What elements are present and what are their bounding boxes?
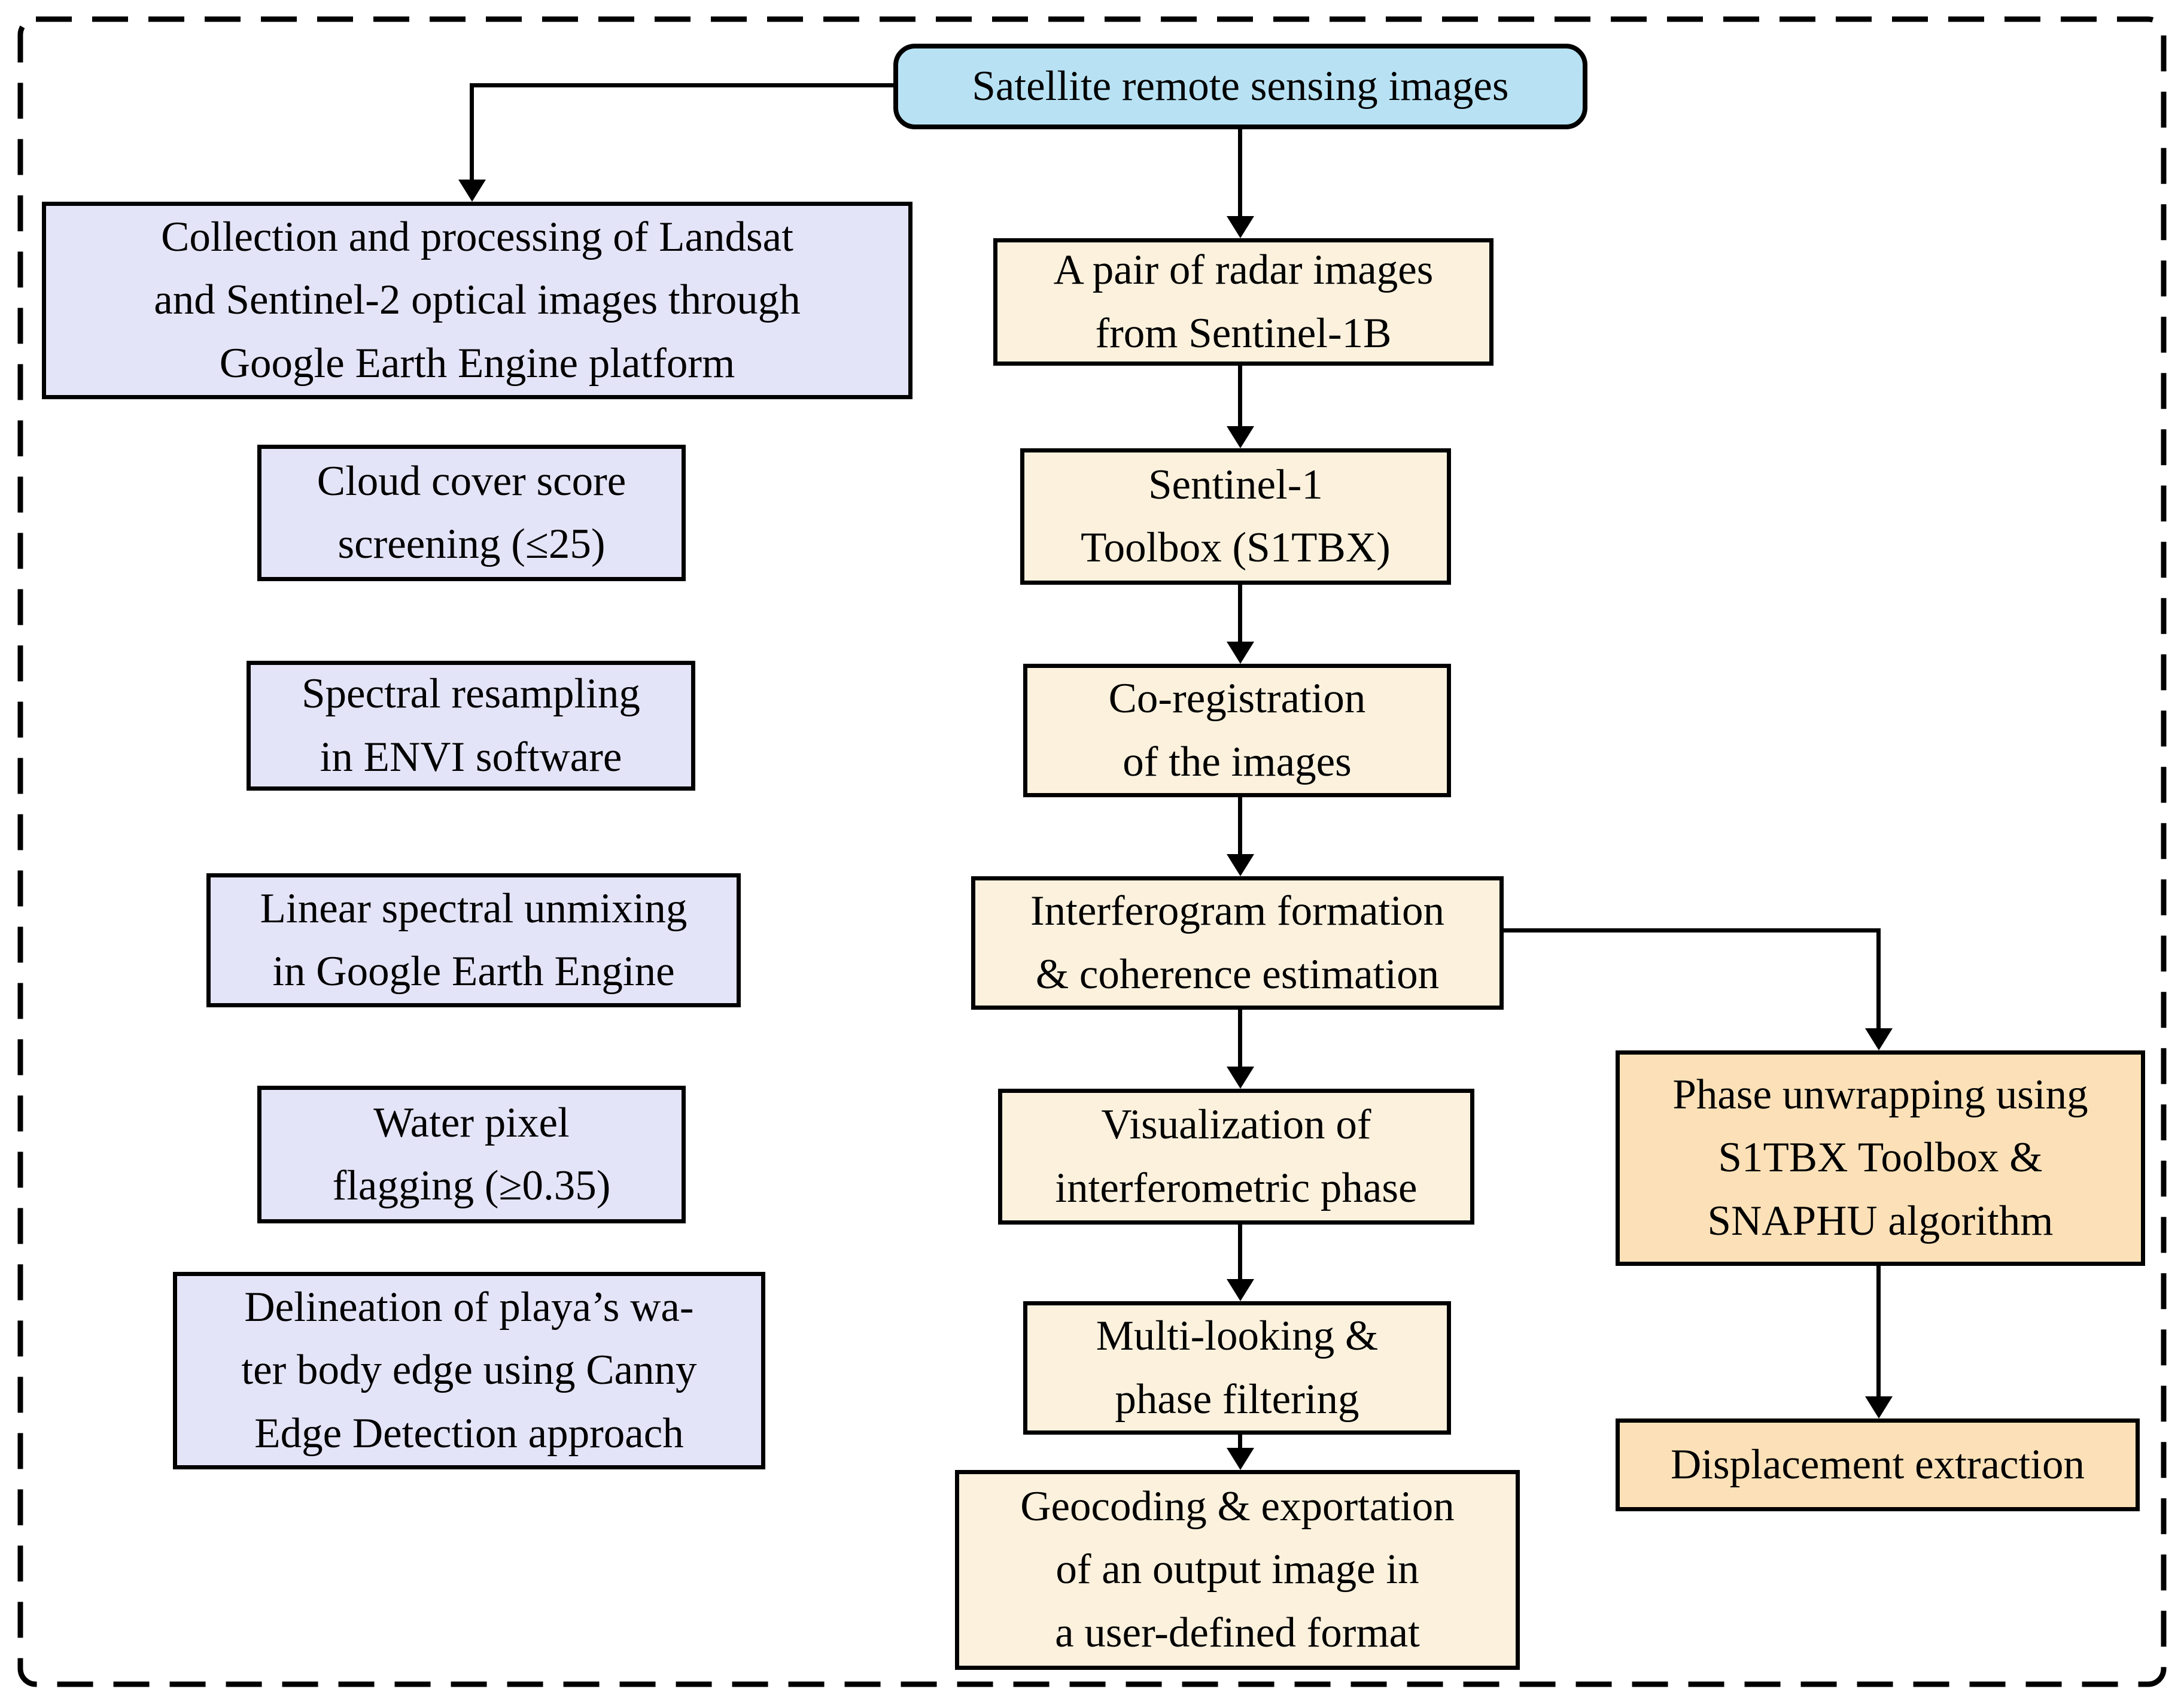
node-satellite-remote-sensing-images: Satellite remote sensing images — [893, 44, 1587, 129]
node-label: A pair of radar images from Sentinel-1B — [1053, 247, 1434, 357]
node-label: Multi-looking & phase filtering — [1096, 1313, 1379, 1423]
arrow-root-to-collection-vline — [470, 83, 474, 184]
node-label: Linear spectral unmixing in Google Earth… — [260, 885, 688, 995]
arrow-unwrapping-to-displacement-vline — [1876, 1266, 1881, 1399]
arrow-coreg-to-interferogram-vline — [1238, 797, 1242, 857]
arrow-interferogram-to-unwrapping-head — [1865, 1028, 1893, 1050]
arrow-unwrapping-to-displacement-head — [1865, 1396, 1893, 1418]
arrow-toolbox-to-coreg-vline — [1238, 585, 1242, 645]
arrow-interferogram-to-unwrapping-hline — [1504, 928, 1881, 932]
node-phase-unwrapping: Phase unwrapping using S1TBX Toolbox & S… — [1616, 1050, 2145, 1266]
node-label: Cloud cover score screening (≤25) — [317, 457, 626, 567]
node-label: Visualization of interferometric phase — [1055, 1101, 1418, 1211]
node-multi-looking: Multi-looking & phase filtering — [1023, 1301, 1451, 1435]
node-label: Phase unwrapping using S1TBX Toolbox & S… — [1672, 1071, 2088, 1244]
arrow-interferogram-to-visualization-head — [1227, 1067, 1254, 1089]
node-label: Displacement extraction — [1671, 1441, 2085, 1488]
node-label: Collection and processing of Landsat and… — [154, 214, 801, 387]
arrow-interferogram-to-unwrapping-vline — [1876, 928, 1881, 1031]
node-radar-pair: A pair of radar images from Sentinel-1B — [993, 238, 1493, 366]
node-label: Geocoding & exportation of an output ima… — [1020, 1483, 1455, 1656]
node-linear-spectral-unmixing: Linear spectral unmixing in Google Earth… — [206, 873, 741, 1007]
arrow-multilooking-to-geocoding-vline — [1238, 1435, 1242, 1451]
node-phase-visualization: Visualization of interferometric phase — [998, 1089, 1474, 1225]
node-spectral-resampling: Spectral resampling in ENVI software — [247, 661, 695, 791]
node-s1-toolbox: Sentinel-1 Toolbox (S1TBX) — [1020, 448, 1451, 585]
arrow-root-to-radar-pair-head — [1227, 216, 1254, 238]
arrow-visualization-to-multilooking-head — [1227, 1279, 1254, 1301]
arrow-radar-to-toolbox-vline — [1238, 366, 1242, 429]
arrow-root-to-radar-pair-vline — [1238, 129, 1242, 219]
arrow-coreg-to-interferogram-head — [1227, 854, 1254, 876]
node-collection-processing: Collection and processing of Landsat and… — [42, 202, 912, 399]
node-label: Co-registration of the images — [1108, 675, 1366, 785]
arrow-visualization-to-multilooking-vline — [1238, 1225, 1242, 1282]
arrow-radar-to-toolbox-head — [1227, 426, 1254, 448]
arrow-multilooking-to-geocoding-head — [1227, 1448, 1254, 1470]
node-delineation-canny: Delineation of playa’s wa- ter body edge… — [173, 1272, 765, 1469]
node-displacement-extraction: Displacement extraction — [1616, 1418, 2140, 1511]
arrow-interferogram-to-visualization-vline — [1238, 1010, 1242, 1070]
arrow-root-to-collection-hline — [470, 83, 893, 87]
node-label: Spectral resampling in ENVI software — [302, 670, 640, 780]
node-label: Sentinel-1 Toolbox (S1TBX) — [1081, 461, 1391, 571]
node-label: Interferogram formation & coherence esti… — [1030, 888, 1444, 998]
arrow-root-to-collection-head — [458, 180, 486, 202]
node-interferogram-formation: Interferogram formation & coherence esti… — [971, 876, 1504, 1010]
arrow-toolbox-to-coreg-head — [1227, 642, 1254, 664]
node-co-registration: Co-registration of the images — [1023, 664, 1451, 797]
node-label: Water pixel flagging (≥0.35) — [332, 1099, 611, 1209]
node-cloud-cover-screening: Cloud cover score screening (≤25) — [257, 445, 686, 581]
node-water-pixel-flagging: Water pixel flagging (≥0.35) — [257, 1086, 686, 1223]
node-label: Satellite remote sensing images — [972, 62, 1509, 110]
node-geocoding-exportation: Geocoding & exportation of an output ima… — [955, 1470, 1520, 1670]
node-label: Delineation of playa’s wa- ter body edge… — [241, 1284, 697, 1457]
